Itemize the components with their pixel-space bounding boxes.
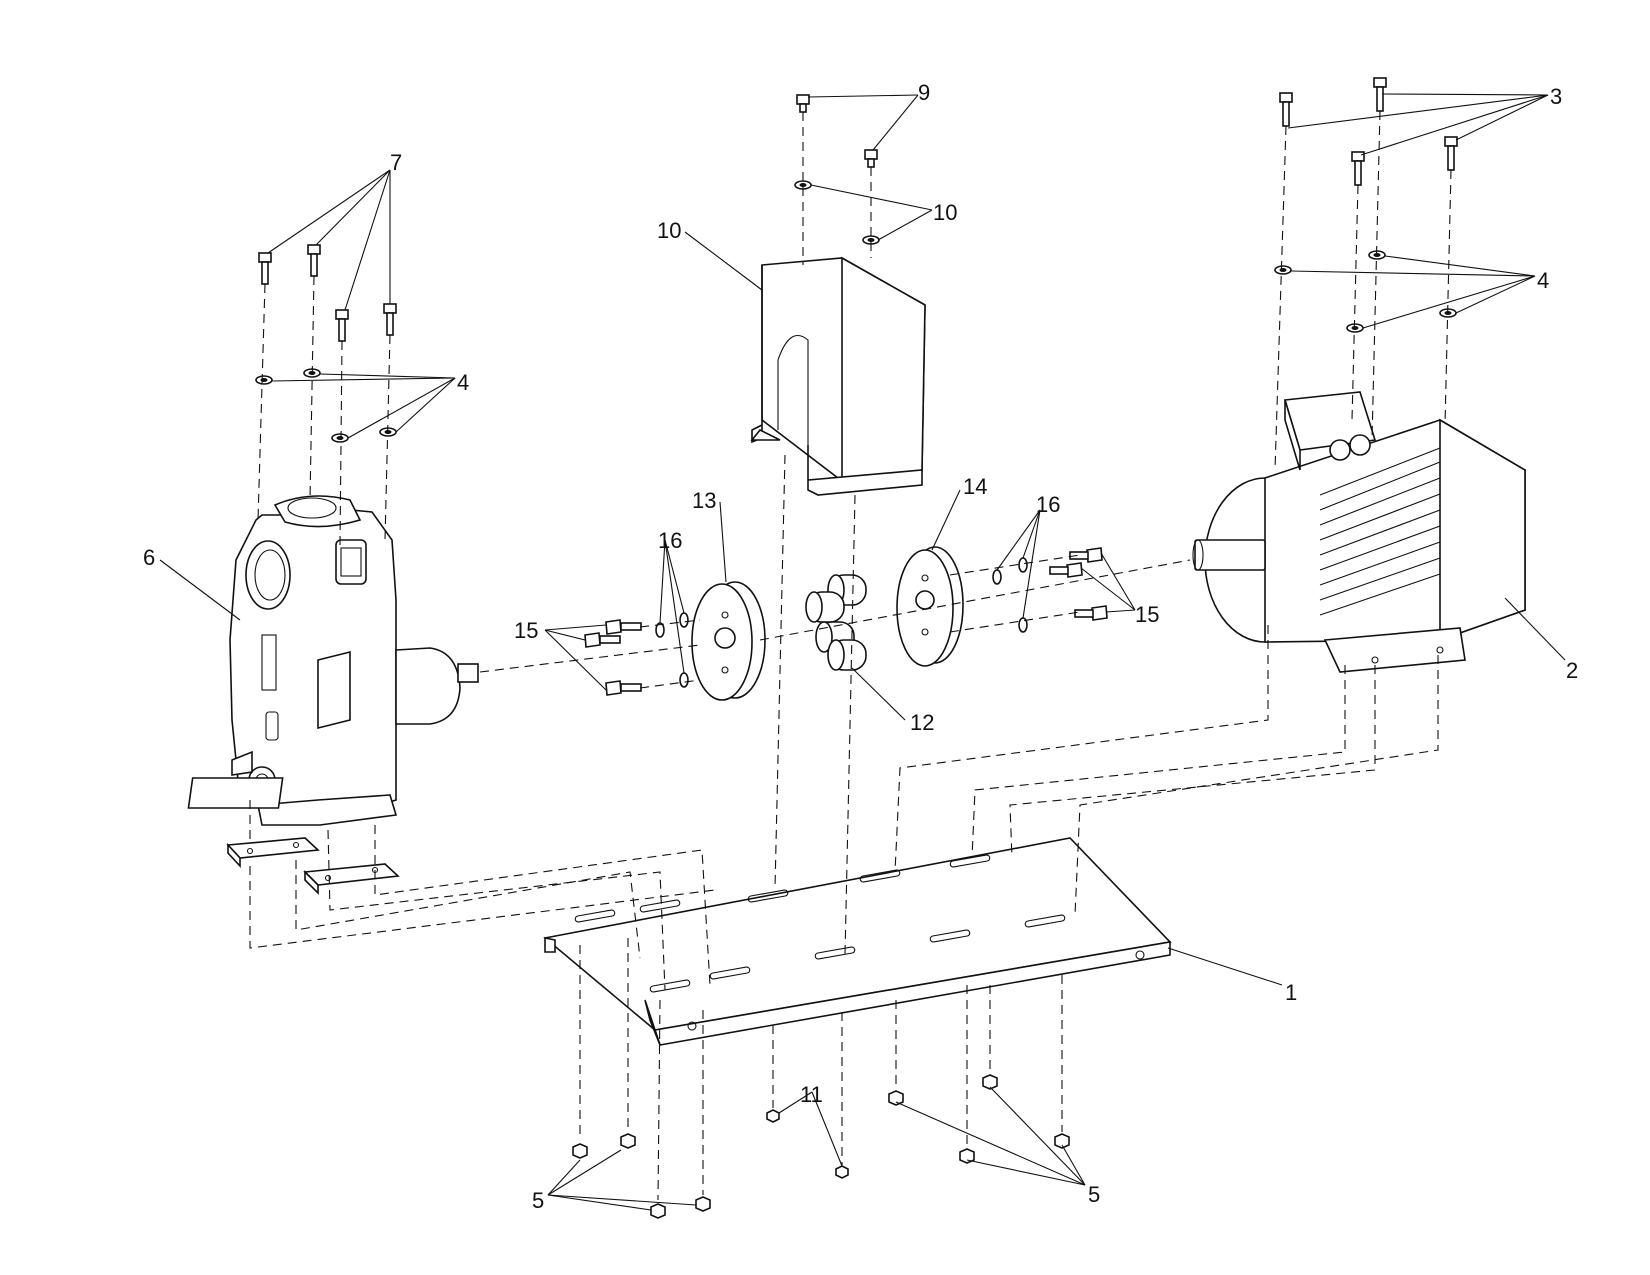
callout-12: 12 — [910, 710, 934, 735]
callout-16-left: 16 — [658, 528, 682, 553]
callout-6: 6 — [143, 545, 155, 570]
callout-10-guard: 10 — [657, 218, 681, 243]
callout-1: 1 — [1285, 980, 1297, 1005]
callout-15-right: 15 — [1135, 602, 1159, 627]
electric-motor — [1192, 391, 1526, 673]
pump-body — [187, 495, 479, 826]
base-plate — [543, 837, 1172, 1046]
elastic-elements — [805, 574, 867, 671]
callout-4-right: 4 — [1537, 268, 1549, 293]
callout-10-top: 10 — [933, 200, 957, 225]
callouts: 1 2 3 4 4 5 5 6 7 9 10 10 11 12 13 14 15… — [143, 80, 1578, 1213]
callout-5-left: 5 — [532, 1188, 544, 1213]
callout-7: 7 — [390, 150, 402, 175]
nuts — [572, 1074, 1070, 1219]
coupling-hub-motor — [896, 546, 964, 667]
callout-15-left: 15 — [514, 618, 538, 643]
leader-lines — [159, 93, 1566, 1211]
callout-2: 2 — [1566, 658, 1578, 683]
coupling-hub-pump — [691, 581, 766, 701]
callout-4-left: 4 — [457, 370, 469, 395]
callout-11: 11 — [800, 1082, 823, 1107]
callout-3: 3 — [1550, 84, 1562, 109]
callout-16-right: 16 — [1036, 492, 1060, 517]
callout-14: 14 — [963, 474, 987, 499]
callout-9: 9 — [918, 80, 930, 105]
callout-5-right: 5 — [1088, 1182, 1100, 1207]
coupling-guard — [750, 256, 926, 496]
assembly-lines — [249, 110, 1452, 1201]
callout-13: 13 — [692, 488, 716, 513]
pump-shims — [226, 837, 400, 895]
